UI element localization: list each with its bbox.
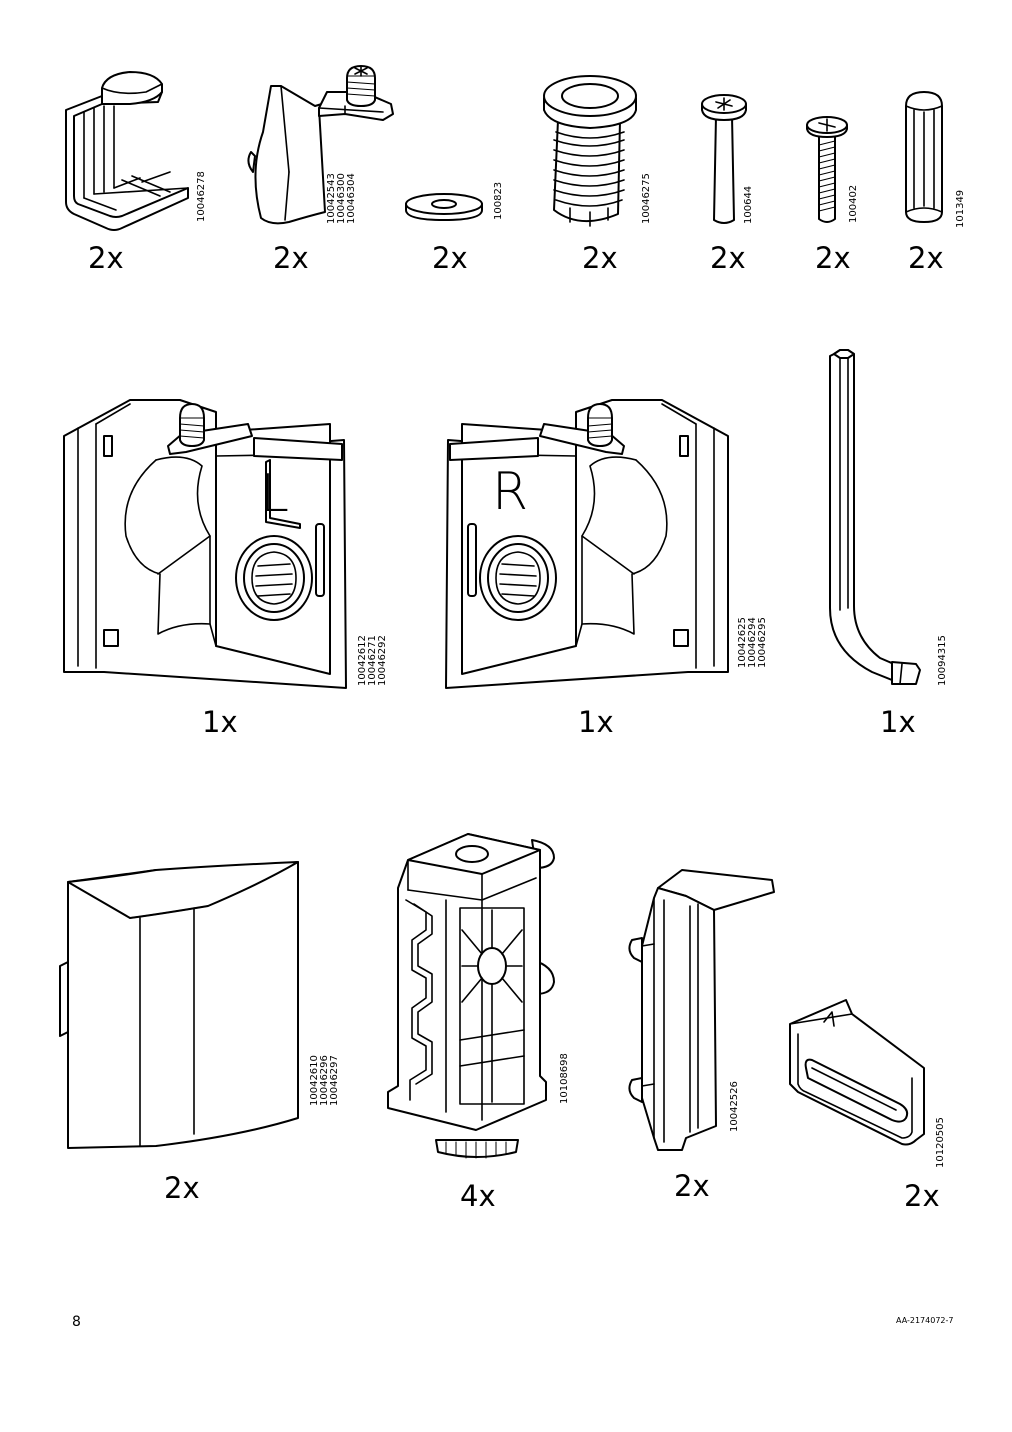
part-number-label: 100823 (493, 181, 504, 220)
quantity-label: 2x (908, 241, 944, 275)
part-number-label: 10042625 10046294 10046295 (737, 617, 768, 668)
end-cap-icon (59, 861, 299, 1149)
part-adjustable-foot: 4x 10108698 (386, 830, 576, 1213)
part-number-label: 10108698 (559, 1053, 570, 1104)
wooden-dowel-icon (905, 91, 943, 223)
part-number-label: 100402 (848, 184, 859, 223)
slotted-plate-icon (789, 999, 925, 1146)
edge-clip-icon (628, 869, 775, 1151)
quantity-label: 2x (582, 241, 618, 275)
quantity-label: 2x (273, 241, 309, 275)
document-id: AA-2174072-7 (896, 1316, 954, 1325)
allen-key-icon (829, 349, 921, 685)
quantity-label: 2x (815, 241, 851, 275)
part-number-label: 10042610 10046296 10046297 (309, 1055, 340, 1106)
page-number: 8 (72, 1314, 81, 1330)
left-bracket-letter: L (260, 464, 289, 524)
quantity-label: 2x (674, 1169, 710, 1203)
cam-hook-icon (247, 65, 394, 225)
quantity-label: 1x (880, 705, 916, 739)
part-washer: 2x 100823 (400, 180, 515, 286)
part-number-label: 100644 (743, 185, 754, 224)
right-bracket-letter: R (492, 462, 529, 522)
part-short-screw: 2x 100402 (805, 115, 875, 286)
part-end-cap: 2x 10042610 10046296 10046297 (59, 856, 350, 1206)
washer-icon (405, 193, 483, 221)
part-edge-clip: 2x 10042526 (624, 866, 794, 1206)
part-wooden-dowel: 2x 101349 (900, 88, 980, 286)
part-slotted-plate: 2x 10120505 (786, 996, 986, 1213)
quantity-label: 1x (578, 705, 614, 739)
quantity-label: 1x (202, 705, 238, 739)
part-threaded-insert: 2x 10046275 (540, 70, 660, 286)
part-number-label: 101349 (955, 189, 966, 228)
quantity-label: 2x (710, 241, 746, 275)
long-screw-icon (701, 94, 747, 224)
part-right-corner-bracket: R 1x 10042625 10046294 10046295 (444, 396, 784, 746)
part-number-label: 10042612 10046271 10046292 (357, 635, 388, 686)
part-number-label: 10094315 (937, 635, 948, 686)
quantity-label: 2x (164, 1171, 200, 1205)
part-number-label: 10120505 (935, 1117, 946, 1168)
part-number-label: 10042526 (729, 1081, 740, 1132)
quantity-label: 2x (88, 241, 124, 275)
part-long-screw: 2x 100644 (700, 90, 770, 286)
adjustable-foot-icon (387, 833, 555, 1159)
short-screw-icon (806, 116, 848, 223)
part-left-corner-bracket: L 1x 10042612 10046271 10046292 (60, 396, 400, 746)
left-corner-bracket-icon (63, 399, 347, 689)
quantity-label: 2x (904, 1179, 940, 1213)
right-corner-bracket-icon (445, 399, 729, 689)
quantity-label: 4x (460, 1179, 496, 1213)
part-number-label: 10042543 10046300 10046304 (326, 173, 357, 224)
part-allen-key: 1x 10094315 (820, 346, 970, 746)
bracket-clip-icon (65, 71, 189, 231)
part-cam-hook: 2x 10042543 10046300 10046304 (245, 62, 394, 286)
part-bracket-clip: 2x 10046278 (60, 66, 207, 286)
part-number-label: 10046275 (641, 173, 652, 224)
quantity-label: 2x (432, 241, 468, 275)
part-number-label: 10046278 (196, 171, 207, 222)
threaded-insert-icon (543, 75, 637, 227)
